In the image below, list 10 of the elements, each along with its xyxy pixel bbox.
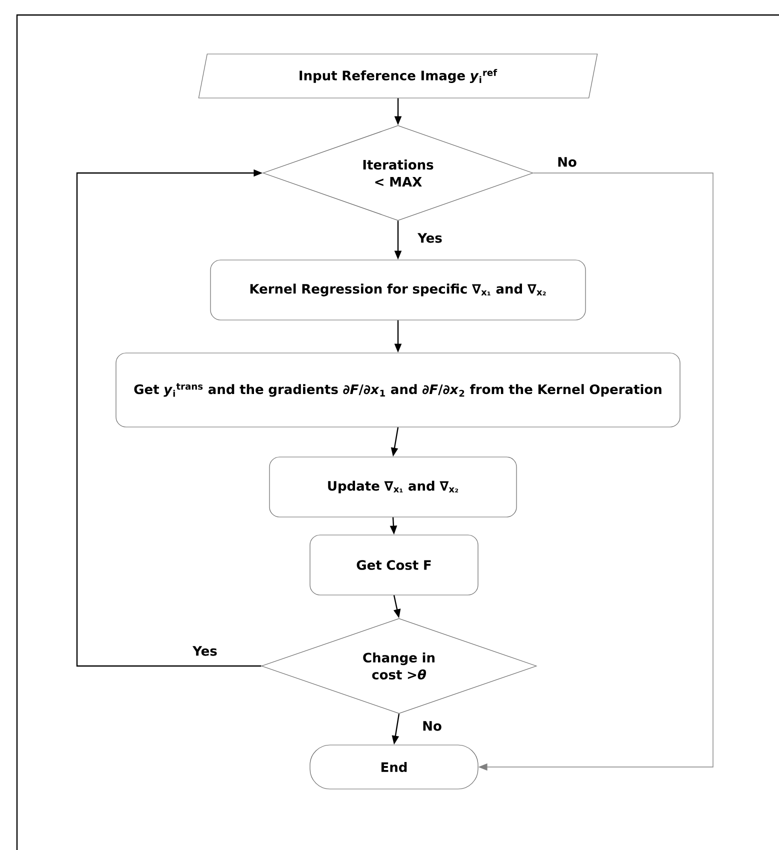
terminal-box: End [310, 744, 478, 790]
edge-label: Yes [192, 646, 217, 656]
process-box: Get Cost F [310, 534, 478, 596]
edge-label: No [558, 157, 576, 167]
edge-label: No [423, 721, 442, 731]
edge-label: Yes [418, 233, 442, 243]
input-parallelogram: Input Reference Image y$_{i}$ref [198, 54, 598, 98]
process-box: Kernel Regression for specific ∇$_{x₁}$ and ∇$_{x₂}$ [210, 260, 586, 320]
process-box: Update ∇$_{x₁}$ and ∇$_{x₂}$ [269, 456, 517, 518]
process-box: Get y$_{i}$$^{trans}$ and the gradients ∂F/∂x$_{1}$ and ∂F/∂x$_{2}$ from the Kernel Operation [116, 352, 680, 428]
